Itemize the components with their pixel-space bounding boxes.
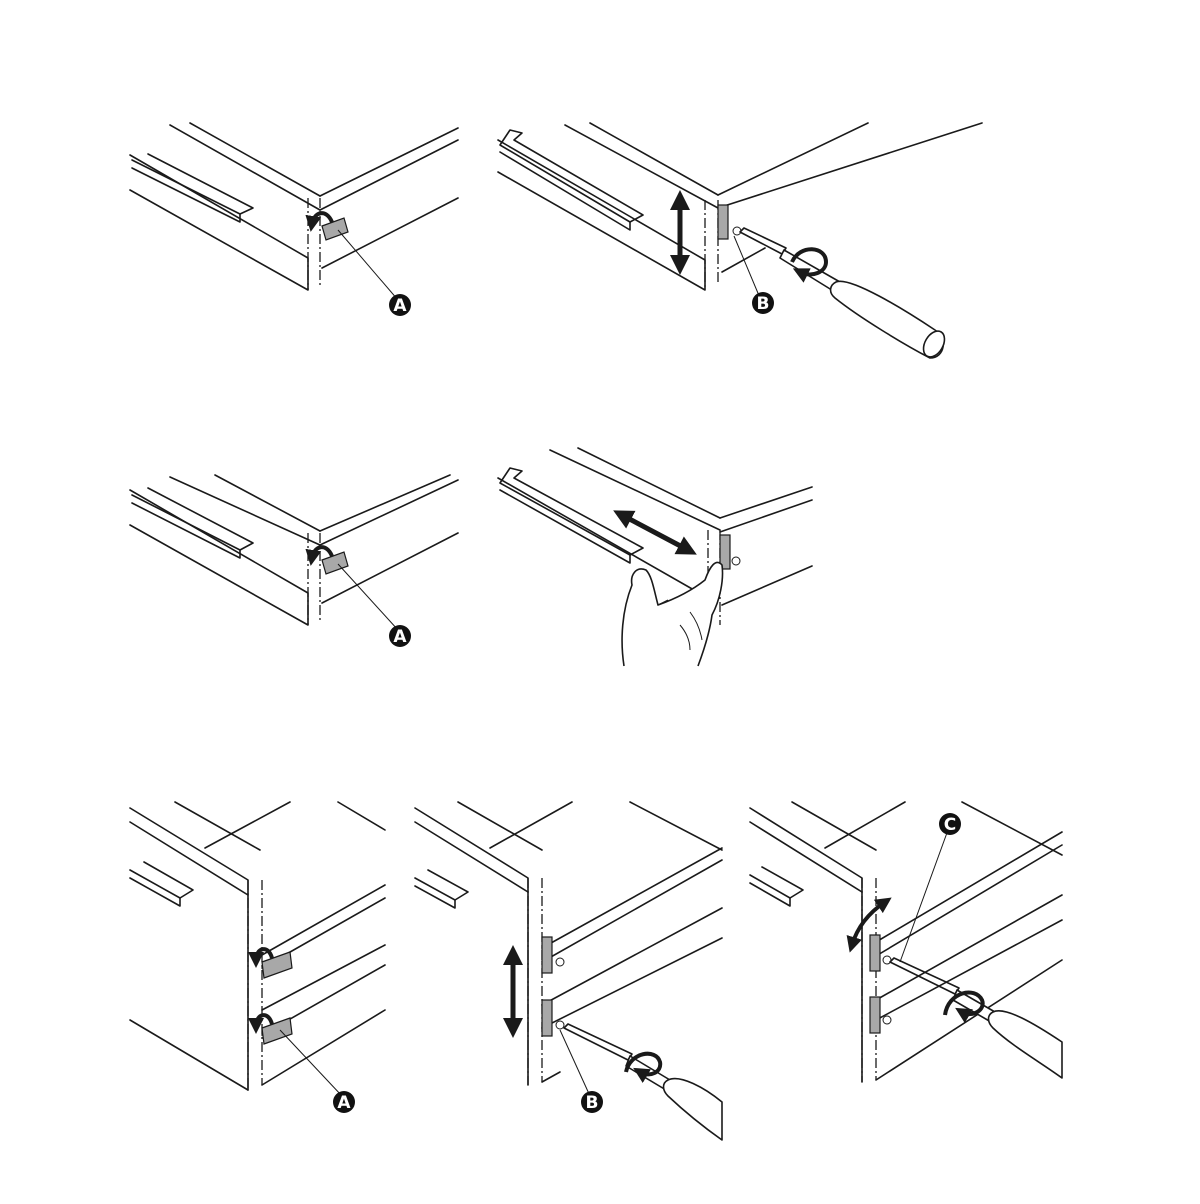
rotate-arrow-icon [305, 211, 334, 232]
callout-a-2: A [389, 625, 411, 647]
callout-a-label: A [393, 296, 407, 316]
hand-icon [621, 561, 724, 667]
screwdriver-icon [739, 227, 946, 359]
callout-b-label: B [757, 294, 770, 314]
adjuster-plate-a [321, 217, 349, 241]
step-6-panel: B [414, 801, 723, 1141]
double-arrow-icon [613, 510, 697, 555]
screwdriver-icon [563, 1023, 723, 1141]
step-2-panel: B [497, 122, 983, 359]
screwdriver-icon [889, 957, 1063, 1079]
rotate-arrow-icon [624, 1051, 663, 1083]
step-1-panel: A [129, 122, 459, 316]
rotate-arrow-icon [248, 1013, 274, 1034]
rotate-arrow-icon [248, 947, 274, 968]
step-3-panel: A [129, 474, 459, 647]
callout-a-1: A [389, 294, 411, 316]
adjuster-plate-a [261, 1017, 293, 1045]
rotate-arrow-icon [790, 247, 829, 283]
callout-b-label: B [586, 1093, 599, 1113]
step-7-panel: C [749, 801, 1063, 1083]
callout-b-1: B [752, 292, 774, 314]
step-4-panel [497, 447, 813, 667]
step-5-panel: A [129, 801, 386, 1113]
rotate-arrow-icon [846, 897, 892, 953]
callout-a-3: A [333, 1091, 355, 1113]
callout-b-2: B [581, 1091, 603, 1113]
rotate-arrow-icon [305, 545, 334, 566]
callout-a-label: A [337, 1093, 351, 1113]
callout-a-label: A [393, 627, 407, 647]
rotate-arrow-icon [943, 990, 985, 1023]
callout-c-label: C [944, 815, 956, 835]
adjuster-plate-a [321, 551, 349, 575]
callout-c: C [939, 813, 961, 835]
adjuster-plate-a [261, 951, 293, 979]
